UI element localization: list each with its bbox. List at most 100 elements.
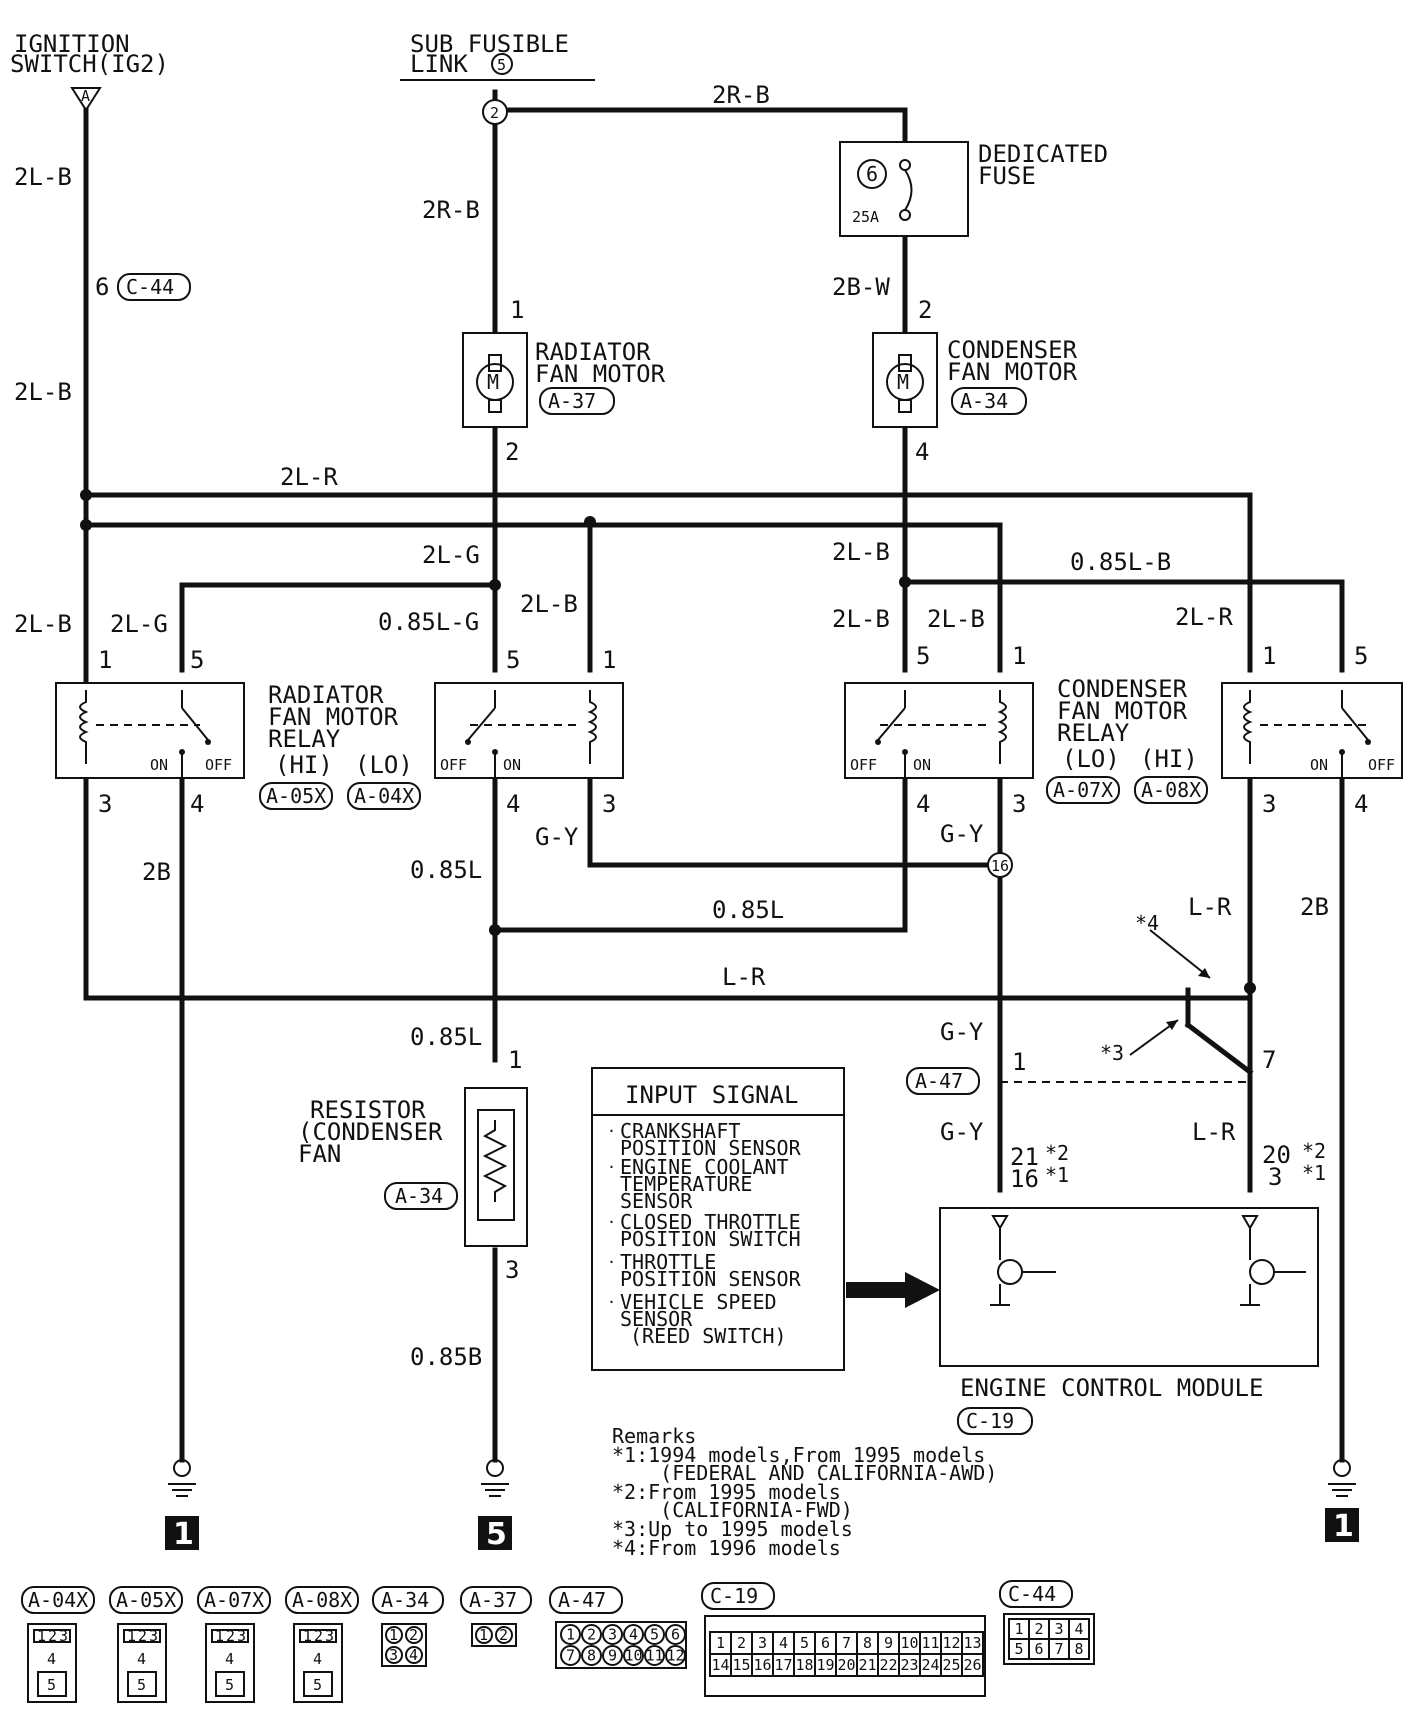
- svg-text:0.85B: 0.85B: [410, 1343, 482, 1371]
- svg-text:1: 1: [602, 646, 616, 674]
- svg-text:5: 5: [313, 1676, 322, 1694]
- svg-text:A: A: [81, 87, 90, 105]
- svg-text:C-19: C-19: [710, 1584, 758, 1608]
- svg-text:C-44: C-44: [126, 275, 174, 299]
- svg-text:A-04X: A-04X: [28, 1588, 88, 1612]
- connector-pin-label: 1: [716, 1634, 725, 1652]
- svg-text:5: 5: [497, 56, 506, 74]
- connector-pin-label: 24: [921, 1656, 939, 1674]
- condenser-relay-label: CONDENSER FAN MOTOR RELAY (LO) (HI) A-07…: [1046, 675, 1208, 804]
- svg-text:INPUT SIGNAL: INPUT SIGNAL: [625, 1081, 798, 1109]
- connector-a08x: A-08X 1 2 3 4 5: [285, 1586, 359, 1703]
- svg-text:L-R: L-R: [1192, 1118, 1236, 1146]
- svg-text:1: 1: [508, 1046, 522, 1074]
- svg-text:1: 1: [215, 1627, 224, 1645]
- svg-text:C-44: C-44: [1008, 1582, 1056, 1606]
- svg-text:5: 5: [190, 646, 204, 674]
- svg-text:21: 21: [1010, 1143, 1039, 1171]
- svg-text:RADIATOR: RADIATOR: [268, 681, 384, 709]
- svg-text:6: 6: [95, 273, 109, 301]
- connector-pin-cell: [644, 1645, 665, 1666]
- connector-pin-label: 21: [858, 1656, 876, 1674]
- star-markers: *4 *3: [1100, 911, 1211, 1065]
- svg-text:2: 2: [314, 1627, 323, 1645]
- svg-text:1: 1: [510, 296, 524, 324]
- connector-pin-label: 8: [1074, 1640, 1083, 1658]
- svg-text:LINK: LINK: [410, 50, 468, 78]
- svg-text:G-Y: G-Y: [940, 1018, 984, 1046]
- relay-2: OFF ON 5 1 4 3: [434, 646, 624, 818]
- connector-pin-label: 6: [671, 1626, 680, 1644]
- sub-fusible-link-label: SUB FUSIBLE LINK 5: [400, 30, 595, 81]
- c44-connector-tag: C-44: [117, 273, 191, 301]
- connector-pin-label: 9: [608, 1647, 617, 1665]
- svg-text:2L-B: 2L-B: [14, 610, 72, 638]
- svg-text:3: 3: [149, 1627, 158, 1645]
- svg-text:1: 1: [1012, 642, 1026, 670]
- svg-text:*4:From 1996 models: *4:From 1996 models: [612, 1536, 841, 1560]
- svg-text:(LO): (LO): [1062, 745, 1120, 773]
- junction-16: 16: [987, 852, 1013, 878]
- svg-text:2L-R: 2L-R: [1175, 603, 1233, 631]
- connector-pin-label: 10: [624, 1647, 642, 1665]
- svg-text:2B-W: 2B-W: [832, 273, 890, 301]
- ground-left: 1: [165, 1459, 199, 1552]
- svg-text:4: 4: [313, 1650, 322, 1668]
- relay-4: ON OFF 1 5 3 4: [1221, 642, 1403, 818]
- svg-text:4: 4: [225, 1650, 234, 1668]
- svg-text:3: 3: [602, 790, 616, 818]
- svg-text:2: 2: [490, 104, 499, 122]
- svg-text:A-07X: A-07X: [1053, 778, 1113, 802]
- connector-pin-label: 7: [1054, 1640, 1063, 1658]
- connector-pin-label: 7: [566, 1647, 575, 1665]
- svg-text:POSITION SENSOR: POSITION SENSOR: [620, 1136, 802, 1160]
- signal-arrow: [846, 1272, 940, 1308]
- connector-pin-cell: [602, 1624, 623, 1645]
- connector-pin-label: 12: [666, 1647, 684, 1665]
- svg-text:1: 1: [389, 1626, 398, 1644]
- svg-text:1: 1: [303, 1627, 312, 1645]
- svg-text:FAN MOTOR: FAN MOTOR: [947, 358, 1078, 386]
- svg-text:3: 3: [59, 1627, 68, 1645]
- svg-text:2: 2: [48, 1627, 57, 1645]
- connector-pin-cell: [623, 1624, 644, 1645]
- svg-text:3: 3: [325, 1627, 334, 1645]
- connector-pin-label: 6: [821, 1634, 830, 1652]
- connector-pin-label: 3: [1054, 1620, 1063, 1638]
- svg-text:POSITION SWITCH: POSITION SWITCH: [620, 1227, 801, 1251]
- svg-text:·: ·: [607, 1158, 616, 1176]
- svg-text:G-Y: G-Y: [535, 823, 579, 851]
- wire-labels: 2L-B 2L-B 6 2R-B 2R-B 2B-W 2L-R 2L-G 2L-…: [14, 81, 1329, 1371]
- radiator-relay-label: RADIATOR FAN MOTOR RELAY (HI) (LO) A-05X…: [259, 681, 421, 810]
- svg-text:6: 6: [866, 162, 878, 186]
- svg-text:A-05X: A-05X: [266, 784, 326, 808]
- svg-text:2: 2: [409, 1626, 418, 1644]
- svg-text:1: 1: [98, 646, 112, 674]
- remarks: Remarks *1:1994 models,From 1995 models …: [612, 1424, 997, 1560]
- svg-text:ENGINE COOLANT: ENGINE COOLANT: [620, 1155, 789, 1179]
- ground-right: 1: [1325, 1459, 1359, 1544]
- svg-text:RELAY: RELAY: [268, 725, 341, 753]
- connector-pin-label: 11: [921, 1634, 939, 1652]
- svg-text:3: 3: [505, 1256, 519, 1284]
- svg-text:SUB FUSIBLE: SUB FUSIBLE: [410, 30, 569, 58]
- svg-text:OFF: OFF: [440, 756, 467, 774]
- junction-dots: [80, 489, 1256, 994]
- svg-text:RELAY: RELAY: [1057, 719, 1130, 747]
- svg-text:C-19: C-19: [966, 1409, 1014, 1433]
- connector-pin-label: 3: [758, 1634, 767, 1652]
- svg-text:3: 3: [1262, 790, 1276, 818]
- svg-text:2: 2: [505, 438, 519, 466]
- svg-text:20: 20: [1262, 1141, 1291, 1169]
- svg-text:3: 3: [389, 1646, 398, 1664]
- svg-text:ENGINE CONTROL MODULE: ENGINE CONTROL MODULE: [960, 1374, 1263, 1402]
- connector-pin-label: 8: [863, 1634, 872, 1652]
- svg-text:A-47: A-47: [558, 1588, 606, 1612]
- wires: [83, 89, 1345, 1463]
- svg-text:*2: *2: [1302, 1139, 1326, 1163]
- connector-pin-label: 2: [1034, 1620, 1043, 1638]
